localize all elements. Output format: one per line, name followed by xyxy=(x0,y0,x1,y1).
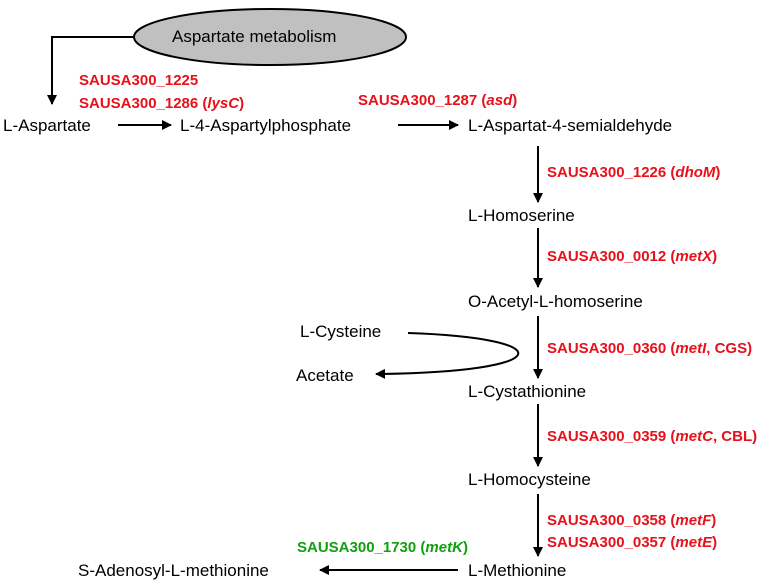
enzyme-label-0359: SAUSA300_0359 (metC, CBL) xyxy=(547,428,758,445)
metabolite-label-aspartate: L-Aspartate xyxy=(3,116,91,135)
metabolite-label-acetate: Acetate xyxy=(296,366,354,385)
metabolite-label-aspartylphosphate: L-4-Aspartylphosphate xyxy=(180,116,352,135)
arrow-metabolism-to-aspartate xyxy=(47,36,134,105)
enzyme-label-1287: SAUSA300_1287 (asd) xyxy=(358,92,518,109)
arrow-cysteine-to-acetate xyxy=(375,332,519,379)
metabolite-label-sam: S-Adenosyl-L-methionine xyxy=(78,561,269,580)
enzyme-label-1730: SAUSA300_1730 (metK) xyxy=(297,539,468,556)
metabolite-label-acetyl-homoserine: O-Acetyl-L-homoserine xyxy=(468,292,643,311)
enzyme-label-0360: SAUSA300_0360 (metI, CGS) xyxy=(547,340,753,357)
metabolite-label-homoserine: L-Homoserine xyxy=(468,206,575,225)
enzyme-label-1225: SAUSA300_1225 xyxy=(79,72,199,89)
metabolite-label-homocysteine: L-Homocysteine xyxy=(468,470,591,489)
metabolite-label-methionine: L-Methionine xyxy=(468,561,567,580)
metabolite-label-cystathionine: L-Cystathionine xyxy=(468,382,587,401)
enzyme-label-1226: SAUSA300_1226 (dhoM) xyxy=(547,164,721,181)
enzyme-label-0357: SAUSA300_0357 (metE) xyxy=(547,534,718,551)
metabolite-label-cysteine: L-Cysteine xyxy=(300,322,382,341)
metabolite-label-semialdehyde: L-Aspartat-4-semialdehyde xyxy=(468,116,673,135)
aspartate-metabolism-label: Aspartate metabolism xyxy=(172,27,337,46)
enzyme-label-0012: SAUSA300_0012 (metX) xyxy=(547,248,718,265)
enzyme-label-0358: SAUSA300_0358 (metF) xyxy=(547,512,717,529)
enzyme-label-1286: SAUSA300_1286 (lysC) xyxy=(79,95,245,112)
